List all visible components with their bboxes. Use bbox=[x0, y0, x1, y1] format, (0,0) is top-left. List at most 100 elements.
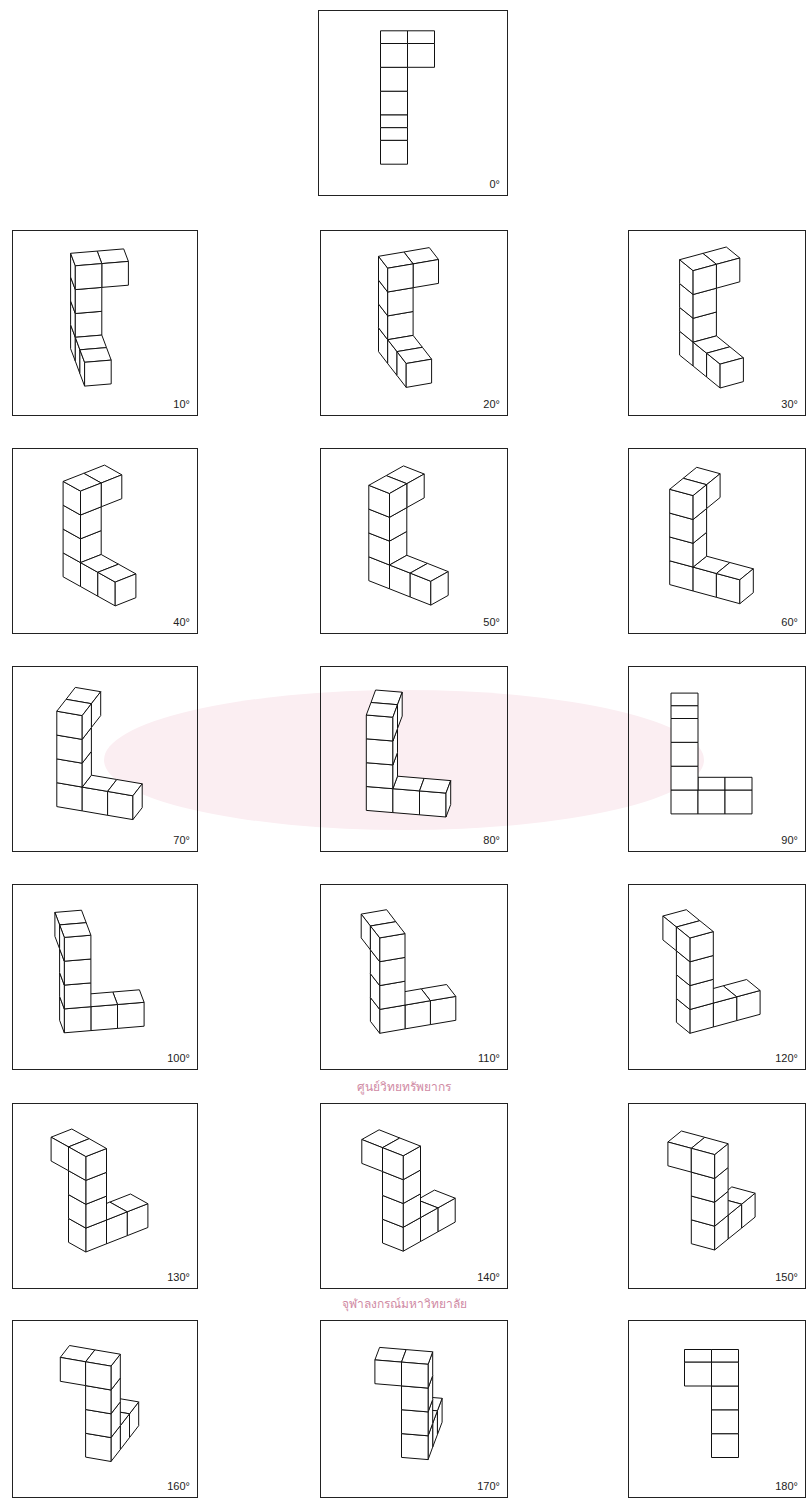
cube-face bbox=[408, 31, 435, 44]
cube-face bbox=[366, 739, 393, 765]
cube-face bbox=[671, 693, 698, 706]
cube-face bbox=[366, 715, 393, 741]
angle-label: 100° bbox=[167, 1052, 190, 1064]
cube-face bbox=[685, 1362, 712, 1386]
view-panel: 80° bbox=[320, 666, 508, 852]
view-panel: 120° bbox=[628, 884, 806, 1070]
angle-label: 80° bbox=[483, 834, 500, 846]
cube-face bbox=[402, 1386, 429, 1412]
angle-label: 90° bbox=[781, 834, 798, 846]
view-panel: 170° bbox=[320, 1320, 508, 1498]
cube-figure bbox=[629, 231, 804, 414]
angle-label: 20° bbox=[483, 398, 500, 410]
cube-face bbox=[420, 778, 451, 793]
cube-face bbox=[398, 692, 403, 728]
cube-face bbox=[671, 706, 698, 719]
cube-face bbox=[408, 44, 435, 68]
watermark-band bbox=[104, 690, 704, 830]
cube-face bbox=[393, 789, 420, 815]
cube-face bbox=[671, 742, 698, 766]
cube-face bbox=[366, 787, 393, 813]
cube-face bbox=[113, 990, 144, 1005]
view-panel: 10° bbox=[12, 230, 198, 416]
cube-face bbox=[430, 996, 455, 1024]
cube-face bbox=[60, 925, 65, 961]
cube-face bbox=[712, 1386, 739, 1410]
cube-face bbox=[393, 705, 398, 741]
cube-face bbox=[712, 1434, 739, 1458]
cube-face bbox=[81, 483, 102, 515]
cube-face bbox=[402, 1362, 429, 1388]
cube-face bbox=[91, 692, 100, 728]
cube-figure bbox=[629, 885, 804, 1068]
view-panel: 60° bbox=[628, 448, 806, 634]
cube-face bbox=[370, 926, 379, 962]
angle-label: 70° bbox=[173, 834, 190, 846]
cube-face bbox=[413, 260, 438, 288]
cube-face bbox=[381, 91, 408, 115]
cube-face bbox=[693, 264, 716, 294]
view-panel: 140° bbox=[320, 1103, 508, 1289]
cube-face bbox=[691, 1148, 714, 1178]
cube-face bbox=[381, 44, 408, 68]
cube-face bbox=[380, 934, 405, 962]
angle-label: 170° bbox=[477, 1480, 500, 1492]
cube-figure bbox=[629, 667, 804, 850]
cube-face bbox=[716, 258, 739, 288]
view-panel: 70° bbox=[12, 666, 198, 852]
view-panel: 130° bbox=[12, 1103, 198, 1289]
cube-face bbox=[380, 1005, 405, 1033]
cube-figure bbox=[13, 885, 196, 1068]
angle-label: 150° bbox=[775, 1271, 798, 1283]
cube-face bbox=[740, 569, 754, 604]
angle-label: 60° bbox=[781, 616, 798, 628]
view-panel: 180° bbox=[628, 1320, 806, 1498]
cube-face bbox=[698, 777, 725, 790]
cube-figure bbox=[13, 449, 196, 632]
view-panel: 160° bbox=[12, 1320, 198, 1498]
cube-face bbox=[393, 776, 424, 791]
cube-figure bbox=[321, 231, 506, 414]
cube-face bbox=[446, 781, 451, 817]
cube-face bbox=[60, 923, 91, 938]
cube-face bbox=[407, 474, 424, 508]
cube-face bbox=[75, 264, 102, 290]
cube-face bbox=[57, 759, 82, 787]
cube-face bbox=[82, 704, 91, 740]
angle-label: 40° bbox=[173, 616, 190, 628]
cube-face bbox=[402, 1410, 429, 1436]
watermark-text: จุฬาลงกรณ์มหาวิทยาลัย bbox=[0, 1291, 808, 1317]
cube-figure bbox=[321, 1321, 506, 1496]
view-panel: 110° bbox=[320, 884, 508, 1070]
cube-face bbox=[86, 1433, 111, 1461]
cube-face bbox=[366, 703, 397, 718]
cube-face bbox=[86, 1410, 111, 1438]
angle-label: 160° bbox=[167, 1480, 190, 1492]
angle-label: 50° bbox=[483, 616, 500, 628]
cube-face bbox=[671, 719, 698, 743]
cube-face bbox=[388, 288, 413, 316]
cube-face bbox=[685, 1350, 712, 1363]
cube-figure bbox=[321, 1104, 506, 1287]
view-panel: 30° bbox=[628, 230, 806, 416]
cube-face bbox=[60, 1357, 85, 1385]
cube-face bbox=[720, 358, 743, 388]
cube-face bbox=[64, 935, 91, 961]
cube-face bbox=[75, 287, 102, 313]
cube-face bbox=[75, 311, 102, 337]
angle-label: 180° bbox=[775, 1480, 798, 1492]
cube-face bbox=[86, 1362, 111, 1390]
cube-face bbox=[725, 777, 752, 790]
cube-face bbox=[64, 959, 91, 985]
cube-face bbox=[663, 916, 677, 951]
cube-face bbox=[375, 1360, 402, 1386]
cube-figure bbox=[629, 1321, 804, 1496]
angle-label: 120° bbox=[775, 1052, 798, 1064]
cube-face bbox=[671, 790, 698, 814]
cube-figure bbox=[13, 1104, 196, 1287]
cube-figure bbox=[13, 231, 196, 414]
cube-face bbox=[91, 1005, 118, 1031]
cube-figure bbox=[321, 885, 506, 1068]
cube-face bbox=[381, 128, 408, 141]
cube-face bbox=[366, 763, 393, 789]
